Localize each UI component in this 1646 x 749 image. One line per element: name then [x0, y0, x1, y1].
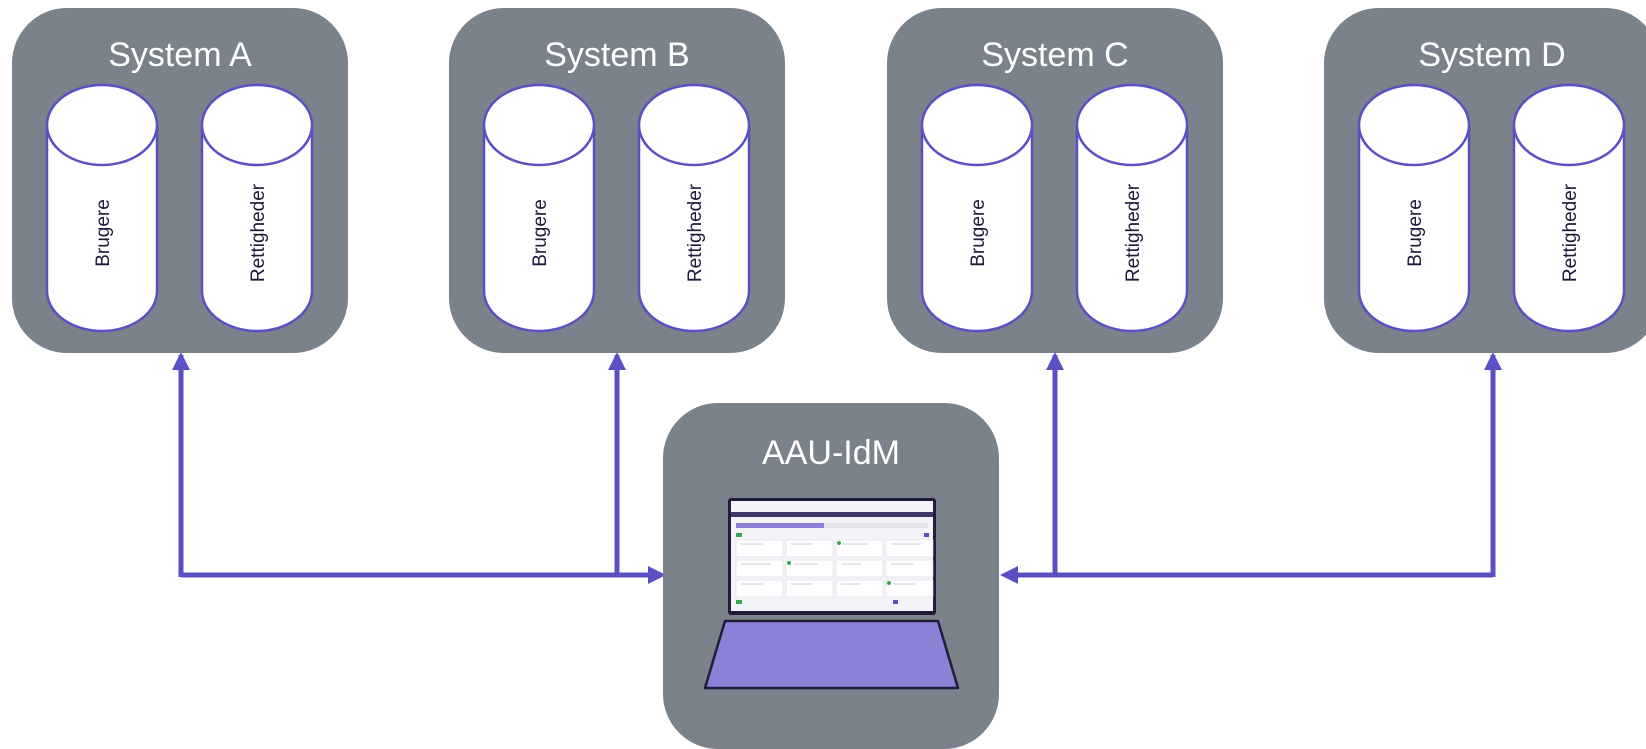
arrowhead-hub-left — [648, 566, 666, 584]
laptop-icon — [703, 498, 960, 690]
database-label: Rettigheder — [685, 183, 706, 282]
arrowhead-system-a — [172, 352, 190, 370]
database-permissions-icon: Rettigheder — [637, 83, 751, 333]
database-label: Brugere — [968, 199, 989, 267]
arrowhead-system-d — [1484, 352, 1502, 370]
database-users-icon: Brugere — [482, 83, 596, 333]
arrowheads — [172, 352, 1502, 584]
system-title: System D — [1418, 36, 1565, 74]
hub-aau-idm: AAU-IdM — [663, 403, 999, 749]
database-permissions-icon: Rettigheder — [200, 83, 314, 333]
database-label: Rettigheder — [1560, 183, 1581, 282]
database-label: Brugere — [1405, 199, 1426, 267]
database-permissions-icon: Rettigheder — [1512, 83, 1626, 333]
system-a: System A Brugere Rettigheder — [12, 8, 348, 353]
arrowhead-system-c — [1046, 352, 1064, 370]
database-label: Brugere — [93, 199, 114, 267]
connectors — [178, 355, 1496, 578]
system-title: System B — [544, 36, 689, 74]
database-label: Rettigheder — [1123, 183, 1144, 282]
system-title: System A — [108, 36, 252, 74]
database-users-icon: Brugere — [920, 83, 1034, 333]
database-label: Rettigheder — [248, 183, 269, 282]
arrowhead-system-b — [608, 352, 626, 370]
database-label: Brugere — [530, 199, 551, 267]
system-title: System C — [981, 36, 1128, 74]
system-d: System D Brugere Rettigheder — [1324, 8, 1646, 353]
hub-title: AAU-IdM — [762, 434, 900, 472]
laptop-base — [703, 619, 960, 690]
system-c: System C Brugere Rettigheder — [887, 8, 1223, 353]
arrowhead-hub-right — [1000, 566, 1018, 584]
database-permissions-icon: Rettigheder — [1075, 83, 1189, 333]
database-users-icon: Brugere — [1357, 83, 1471, 333]
system-b: System B Brugere Rettigheder — [449, 8, 785, 353]
database-users-icon: Brugere — [45, 83, 159, 333]
